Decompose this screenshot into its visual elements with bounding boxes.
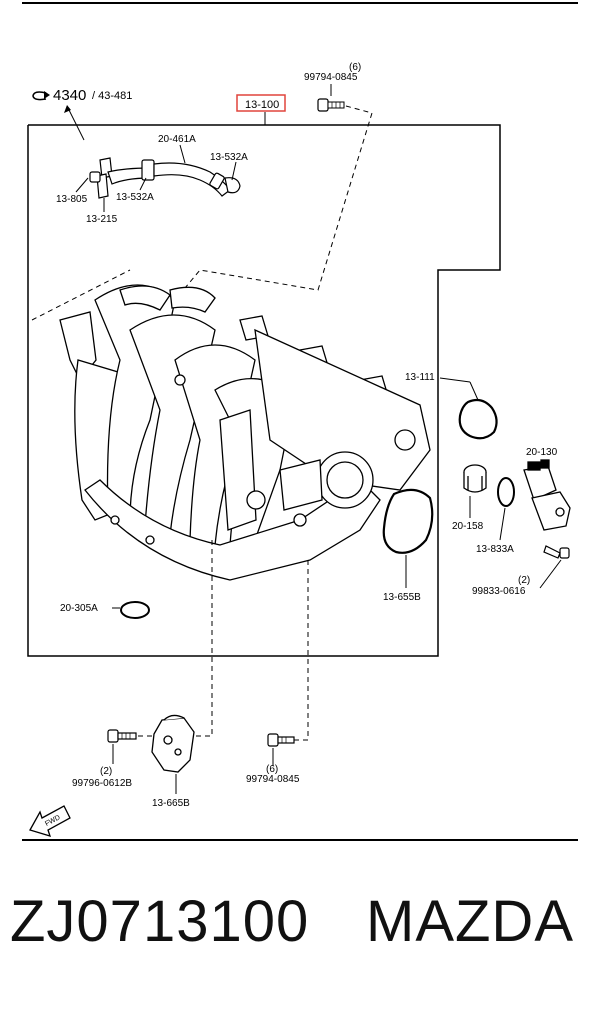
screw-sensor-icon [543,545,570,559]
reference-arrow-icon [32,91,50,101]
fwd-arrow-icon: FWD [29,805,71,837]
gasket-round-icon [458,398,498,440]
hose-clamp-left-label: 13-532A [116,192,154,203]
oring-small-label: 13-833A [476,544,514,555]
pipe-label: 20-461A [158,134,196,145]
gasket-body-label: 13-655B [383,592,421,603]
part-number: ZJ0713100 [10,889,310,954]
reference-leader [66,105,85,141]
oring-small-icon [497,477,515,507]
screw-sensor-label: 99833-0616 [472,586,526,597]
bracket-dashed-path [170,540,213,737]
gasket-round-label: 13-111 [405,372,435,383]
pipe-assy-label: 13-215 [86,214,118,225]
bolt-bottom-dashed-path [292,560,309,741]
footer: ZJ0713100 MAZDA [0,888,600,978]
bracket-label: 13-665B [152,798,190,809]
sensor-label: 20-130 [526,447,558,458]
bolt-bottom-qty: (6) [266,764,278,775]
hose-clamp-right-label: 13-532A [210,152,248,163]
sensor-icon [523,459,571,531]
reference-main: 4340 [53,87,86,104]
bolt-top-dashed-path [174,105,373,301]
oring-bottom-icon [120,601,150,619]
gasket-body-icon [382,488,434,554]
fitting-label: 13-805 [56,194,88,205]
bolt-top-label: 99794-0845 [304,72,358,83]
sensor-cap-icon [463,464,487,493]
intake-manifold-icon [59,284,431,581]
intake-dashed-outline [31,269,131,321]
pipe-assembly-icon [89,157,241,199]
bolt-top-qty: (6) [349,62,361,73]
bolt-top-icon [317,98,345,112]
assembly-highlight-box [236,94,286,112]
oring-bottom-label: 20-305A [60,603,98,614]
assembly-frame [27,124,501,657]
reference-sub: / 43-481 [92,90,132,102]
bolt-bottom-icon [267,733,295,747]
bolt-left-qty: (2) [100,766,112,777]
bolt-bottom-label: 99794-0845 [246,774,300,785]
bolt-left-icon [107,729,137,743]
assembly-part-label: 13-100 [245,99,279,111]
brand-name: MAZDA [366,889,574,954]
bracket-icon [151,714,195,773]
bolt-left-label: 99796-0612B [72,778,132,789]
screw-sensor-qty: (2) [518,575,530,586]
oring-sensor-label: 20-158 [452,521,484,532]
